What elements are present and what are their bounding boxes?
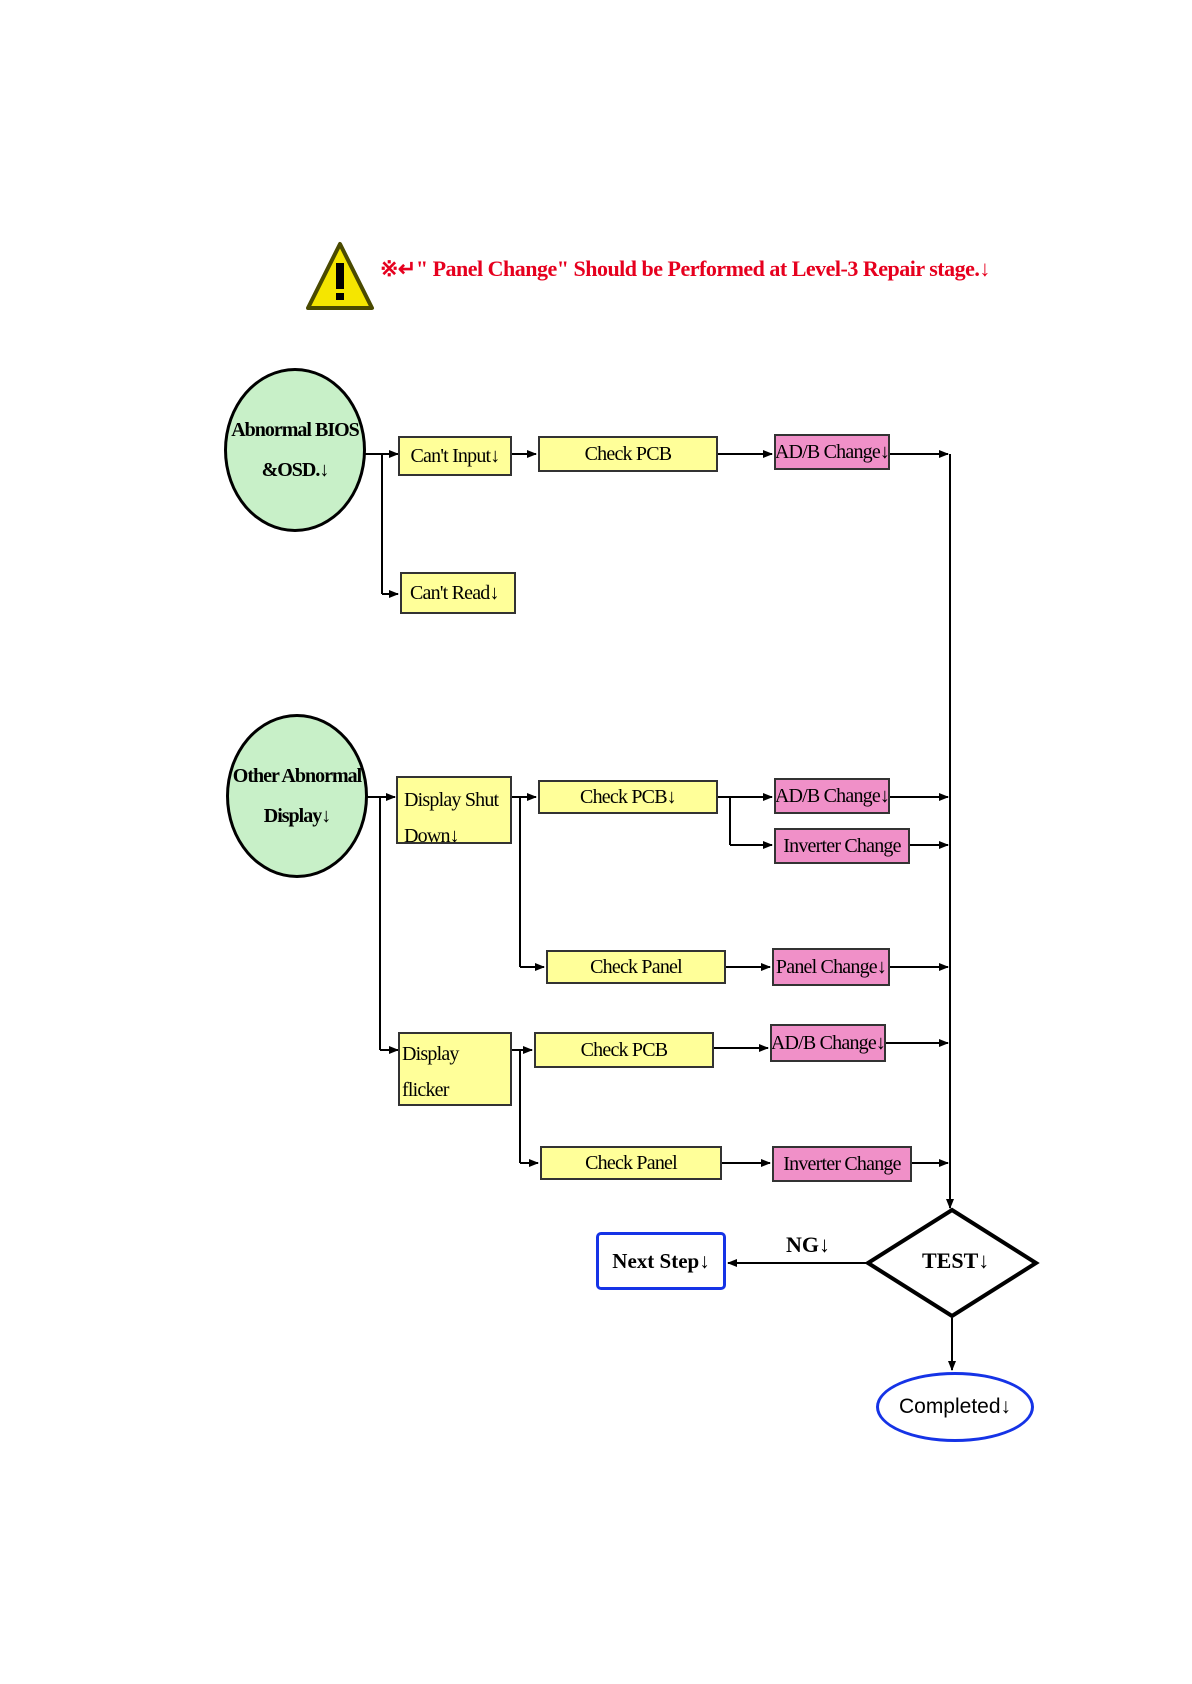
test-label: TEST↓ — [922, 1248, 990, 1273]
step-check-pcb-2: Check PCB↓ — [538, 780, 718, 814]
next-step-terminal: Next Step↓ — [596, 1232, 726, 1290]
warning-note: ※↵" Panel Change" Should be Performed at… — [380, 256, 990, 281]
step-inverter-change-1: Inverter Change — [774, 828, 910, 864]
step-display-shut-down: Display Shut Down↓ — [396, 776, 512, 844]
step-panel-change: Panel Change↓ — [772, 948, 890, 986]
step-check-panel-2: Check Panel — [540, 1146, 722, 1180]
step-adb-change-3: AD/B Change↓ — [770, 1024, 886, 1062]
test-decision-diamond — [864, 1207, 1040, 1319]
ng-label: NG↓ — [786, 1232, 830, 1257]
start-abnormal-bios-osd: Abnormal BIOS &OSD.↓ — [224, 368, 366, 532]
step-adb-change-2: AD/B Change↓ — [774, 778, 890, 814]
completed-terminal: Completed↓ — [876, 1372, 1034, 1442]
warning-triangle-icon — [306, 242, 374, 310]
step-check-pcb-1: Check PCB — [538, 436, 718, 472]
step-inverter-change-2: Inverter Change — [772, 1146, 912, 1182]
step-cant-read: Can't Read↓ — [400, 572, 516, 614]
step-display-flicker: Display flicker (tapping )↓ — [398, 1032, 512, 1106]
step-cant-input: Can't Input↓ — [398, 436, 512, 476]
step-adb-change-1: AD/B Change↓ — [774, 434, 890, 470]
start-other-abnormal-display: Other Abnormal Display↓ — [226, 714, 368, 878]
step-check-pcb-3: Check PCB — [534, 1032, 714, 1068]
start-abnormal-bios-osd-label: Abnormal BIOS &OSD.↓ — [231, 419, 360, 481]
start-other-abnormal-display-label: Other Abnormal Display↓ — [232, 765, 362, 827]
step-check-panel-1: Check Panel — [546, 950, 726, 984]
